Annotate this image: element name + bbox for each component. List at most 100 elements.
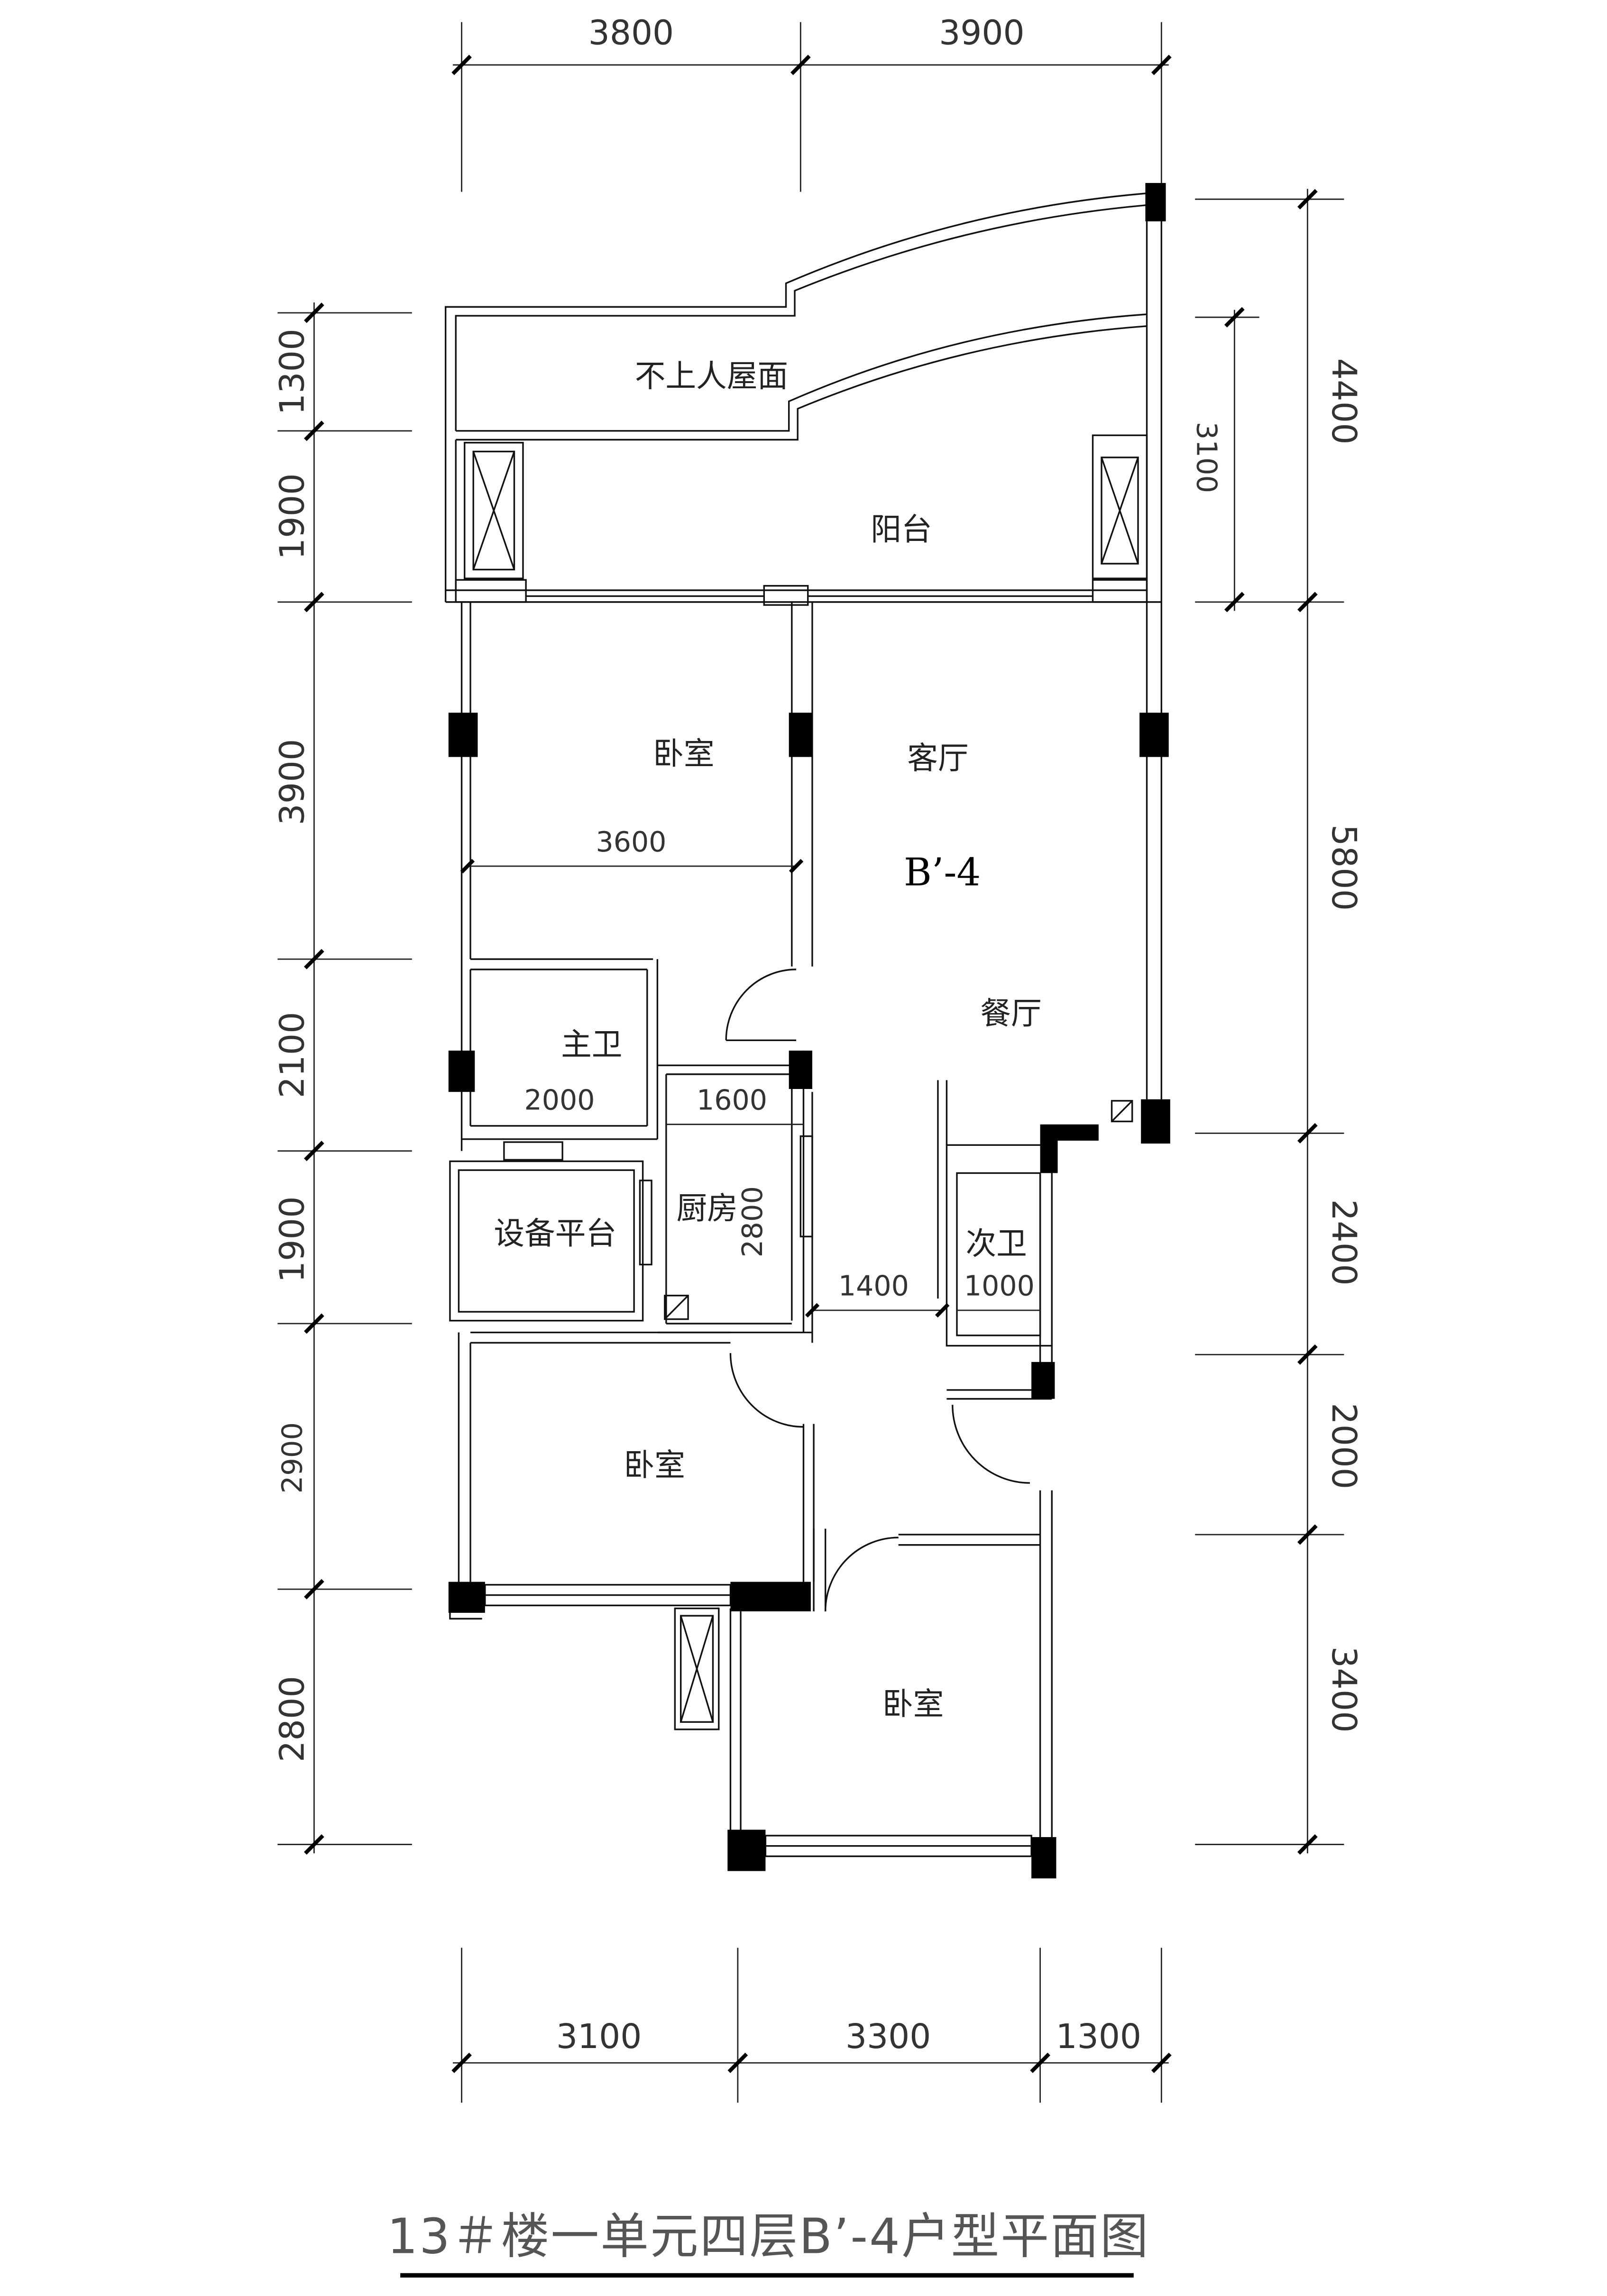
equipment-platform-window: [639, 1180, 652, 1266]
shaft-inner: [1101, 457, 1139, 565]
right-inner-dimension-label: 3100: [1191, 422, 1223, 493]
door-swing-bedroom-top: [725, 969, 797, 1041]
main-walls: [449, 221, 1163, 1857]
dimension-tick: [935, 1303, 950, 1318]
left-dimension-label: 1300: [273, 329, 312, 415]
roof-lower-edge-inner: [456, 325, 1147, 441]
column: [1139, 713, 1169, 757]
dimension-tick: [451, 2052, 472, 2073]
plan-title-group: 13＃楼一单元四层B’-4户型平面图: [387, 2208, 1149, 2278]
dimension-tick: [304, 1141, 324, 1162]
dimension-tick: [1297, 1834, 1318, 1855]
shaft-cross: [1101, 457, 1139, 564]
equipment-platform-inner: [458, 1169, 635, 1313]
dimension-tick: [304, 1834, 324, 1855]
shaft-cross: [472, 451, 515, 570]
room-label-roof: 不上人屋面: [635, 358, 788, 394]
balcony-column: [455, 579, 527, 603]
column: [448, 1051, 475, 1092]
dimension-tick: [451, 55, 472, 75]
shaft-outer: [464, 442, 524, 579]
right-dimension-label: 2000: [1324, 1403, 1364, 1489]
dimension-tick: [1297, 1123, 1318, 1143]
interior-dimensions: 3600 2000 1600 2800 1400 1000: [460, 825, 1040, 1318]
room-label-bedroom-top: 卧室: [653, 736, 714, 772]
top-dimension-label: 3900: [939, 13, 1024, 52]
column-l-shape: [1040, 1124, 1099, 1173]
shaft-outer: [674, 1607, 720, 1730]
dimension-tick: [1030, 2052, 1050, 2073]
room-label-second-bath: 次卫: [965, 1226, 1027, 1262]
left-dimension-label: 1900: [273, 473, 312, 559]
column: [1031, 1362, 1055, 1399]
bedroom-middle-corner: [449, 1612, 482, 1620]
roof-outer-edge: [444, 192, 1147, 602]
bedroom-bottom-shaft: [674, 1607, 720, 1730]
dining-drain-detail: [1111, 1100, 1133, 1123]
second-bath-width-label: 1000: [964, 1269, 1035, 1302]
dimension-tick: [1151, 2052, 1172, 2073]
left-dimension-label: 2100: [273, 1012, 312, 1098]
roof-inner-edge: [455, 204, 1147, 431]
room-label-dining-room: 餐厅: [980, 996, 1041, 1032]
column: [1031, 1837, 1056, 1879]
dimension-tick: [304, 302, 324, 323]
dimension-tick: [460, 859, 475, 874]
kitchen-depth-label: 2800: [736, 1186, 769, 1257]
corridor-width-label: 1400: [838, 1269, 909, 1302]
shaft-inner: [472, 450, 515, 571]
structural-columns: [448, 183, 1170, 1879]
room-label-kitchen: 厨房: [676, 1191, 737, 1226]
kitchen-window: [799, 1135, 813, 1237]
room-labels: 不上人屋面 阳台 卧室 客厅 B’-4 餐厅 主卫 厨房 设备平台 次卫 卧室 …: [494, 358, 1041, 1722]
dimension-tick: [1297, 1344, 1318, 1365]
dimension-tick: [304, 592, 324, 613]
column: [789, 713, 812, 757]
left-dimension-label: 2900: [276, 1422, 309, 1493]
equipment-platform-outer: [449, 1160, 644, 1322]
bedroom-top-width-label: 3600: [596, 825, 666, 858]
left-dimension-group: 1300 1900 3900 2100 1900 2900 2800: [273, 302, 412, 1855]
dimension-tick: [304, 1313, 324, 1334]
shaft-cross: [680, 1615, 714, 1722]
dimension-tick: [304, 421, 324, 441]
right-dimension-label: 4400: [1324, 358, 1364, 445]
right-dimension-label: 2400: [1324, 1199, 1364, 1286]
top-dimension-label: 3800: [588, 13, 674, 52]
kitchen-width-label: 1600: [697, 1083, 767, 1116]
dimension-tick: [1151, 55, 1172, 75]
kitchen-flue-diagonal: [664, 1295, 689, 1320]
top-dimension-group: 3800 3900: [451, 13, 1172, 192]
column: [727, 1829, 766, 1871]
dimension-tick: [727, 2052, 748, 2073]
roof-lower-edge: [456, 313, 1147, 432]
plan-title: 13＃楼一单元四层B’-4户型平面图: [387, 2208, 1149, 2265]
column: [448, 1582, 485, 1613]
dimension-tick: [1224, 307, 1245, 328]
room-label-living-room: 客厅: [907, 741, 968, 776]
drain-box: [1111, 1100, 1133, 1123]
room-label-balcony: 阳台: [871, 512, 932, 548]
column: [1141, 1099, 1170, 1144]
master-bath-window: [503, 1141, 563, 1161]
dimension-tick: [1297, 189, 1318, 210]
unit-code-label: B’-4: [904, 850, 981, 894]
column: [448, 713, 478, 757]
right-dimension-label: 5800: [1324, 824, 1364, 911]
door-swing-second-bath: [952, 1405, 1030, 1484]
dimension-tick: [1297, 592, 1318, 613]
right-dimension-group: 4400 5800 2400 2000 3400 3100: [1191, 189, 1364, 1855]
dimension-tick: [790, 55, 811, 75]
room-label-bedroom-bottom: 卧室: [882, 1686, 944, 1722]
left-dimension-label: 3900: [273, 739, 312, 825]
room-label-equipment-platform: 设备平台: [494, 1216, 616, 1252]
bottom-dimension-group: 3100 3300 1300: [451, 1948, 1172, 2103]
roof-balcony-walls: [444, 192, 1162, 606]
dimension-tick: [304, 1579, 324, 1600]
bottom-dimension-label: 3100: [556, 2017, 642, 2056]
door-swing-bedroom-bottom: [825, 1537, 899, 1611]
left-dimension-label: 2800: [273, 1676, 312, 1762]
dimension-tick: [1297, 1524, 1318, 1545]
left-dimension-label: 1900: [273, 1196, 312, 1282]
